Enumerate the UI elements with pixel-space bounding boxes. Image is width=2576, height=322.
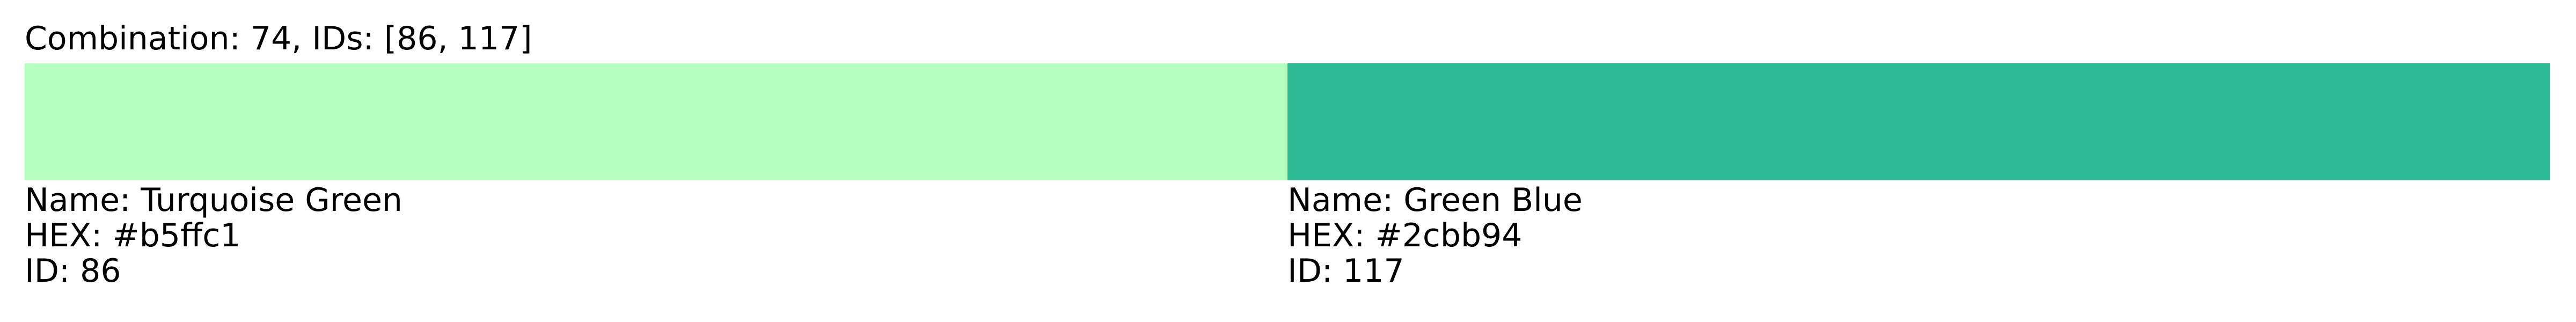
color-name-label: Name: Green Blue (1287, 181, 1583, 219)
color-swatch-green-blue (1287, 63, 2550, 180)
color-id-label: ID: 86 (25, 252, 121, 290)
color-hex-label: HEX: #b5ffc1 (25, 217, 241, 254)
color-info-turquoise-green: Name: Turquoise Green HEX: #b5ffc1 ID: 8… (25, 182, 1287, 289)
combination-title: Combination: 74, IDs: [86, 117] (25, 20, 532, 57)
swatch-strip (25, 63, 2550, 180)
color-hex-label: HEX: #2cbb94 (1287, 217, 1523, 254)
color-info-green-blue: Name: Green Blue HEX: #2cbb94 ID: 117 (1287, 182, 2550, 289)
color-name-label: Name: Turquoise Green (25, 181, 402, 219)
color-id-label: ID: 117 (1287, 252, 1404, 290)
color-labels: Name: Turquoise Green HEX: #b5ffc1 ID: 8… (25, 182, 2550, 289)
color-swatch-turquoise-green (25, 63, 1287, 180)
